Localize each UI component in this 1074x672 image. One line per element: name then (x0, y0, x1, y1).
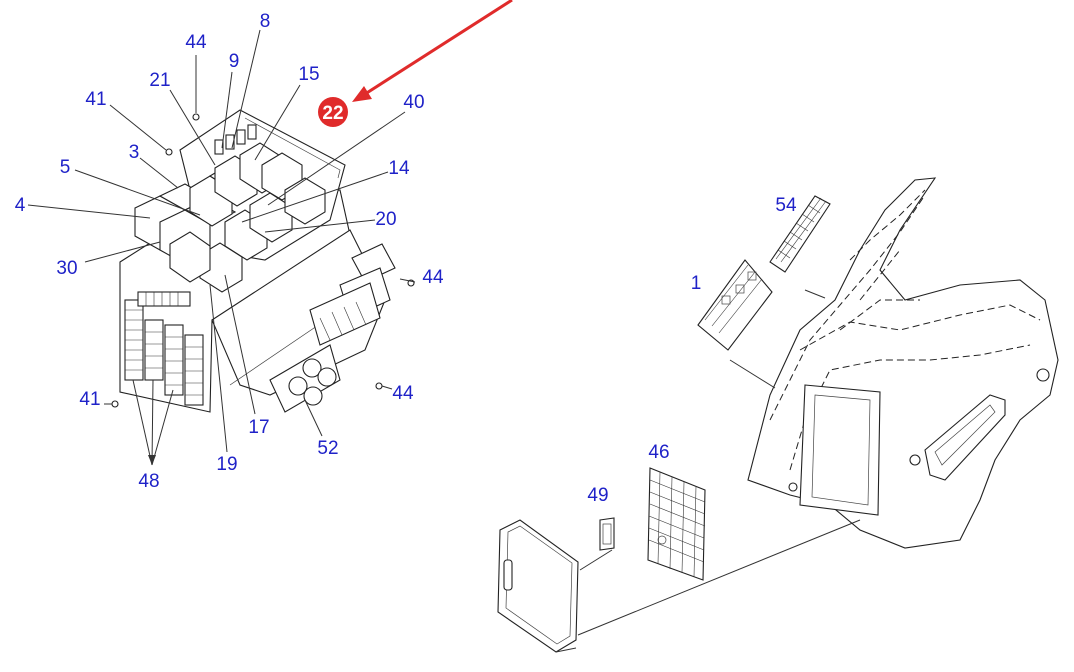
callout-41-bottom: 41 (79, 389, 100, 410)
callout-4: 4 (15, 195, 26, 216)
callout-14: 14 (388, 158, 410, 179)
callout-48: 48 (138, 471, 159, 492)
callout-41-top: 41 (85, 89, 106, 110)
decal-1 (697, 259, 773, 351)
callout-44-right: 44 (422, 267, 444, 288)
callout-46: 46 (648, 442, 669, 463)
callout-labels: 44 8 9 21 15 41 40 3 5 14 4 20 30 44 41 … (15, 11, 797, 506)
callout-54: 54 (775, 195, 797, 216)
clip-49 (599, 517, 615, 551)
capacitor-group (269, 344, 341, 413)
fuse-strip-top (214, 124, 257, 155)
label-sheet-46 (647, 467, 706, 581)
callout-9: 9 (229, 51, 240, 72)
connector-block (124, 291, 204, 406)
decal-54 (769, 195, 831, 273)
leader-lines-right (555, 289, 861, 653)
callout-8: 8 (260, 11, 271, 32)
highlight-label: 22 (322, 103, 343, 124)
callout-3: 3 (129, 142, 140, 163)
callout-1: 1 (691, 273, 702, 294)
dashboard-housing (747, 177, 1059, 549)
fuse-panel-right (309, 243, 396, 346)
highlight-badge: 22 (318, 97, 348, 127)
callout-5: 5 (60, 157, 71, 178)
callout-40: 40 (403, 92, 424, 113)
callout-21: 21 (149, 70, 170, 91)
callout-44-top: 44 (185, 32, 207, 53)
callout-19: 19 (216, 454, 237, 475)
callout-15: 15 (298, 64, 319, 85)
leader-lines-left (27, 29, 416, 466)
cover-panel (497, 519, 579, 653)
callout-52: 52 (317, 438, 338, 459)
callout-20: 20 (375, 209, 396, 230)
callout-49: 49 (587, 485, 608, 506)
callout-17: 17 (248, 417, 269, 438)
callout-44-bottom: 44 (392, 383, 414, 404)
callout-30: 30 (56, 258, 77, 279)
relay-box-assembly (111, 109, 415, 413)
highlight-arrow (352, 0, 513, 102)
